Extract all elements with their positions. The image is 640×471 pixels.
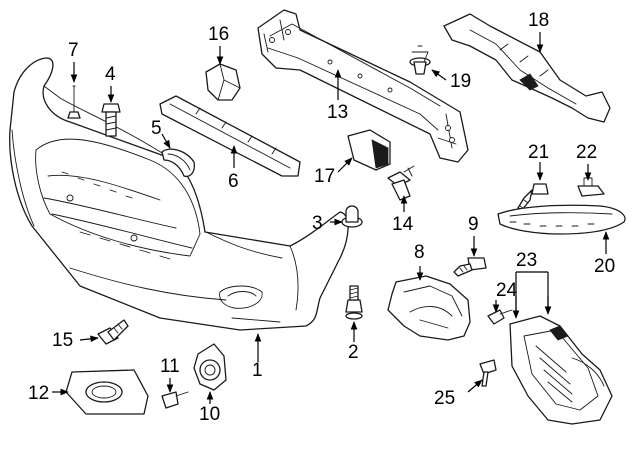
bolt-14-part [387,165,415,201]
upper-bracket-part [159,95,301,177]
bolt-9-part [453,257,487,277]
leader-23 [515,271,549,316]
fog-lamp-assembly-part [509,315,613,425]
callout-2: 2 [348,342,359,363]
lower-bracket-part [387,275,471,341]
reinforcement-beam-part [257,9,469,163]
bumper-clip-part [161,148,196,178]
callout-23: 23 [516,250,537,271]
fog-lamp-part [193,343,227,391]
callout-21: 21 [528,142,549,163]
leader-lines [52,32,610,404]
callout-3: 3 [312,213,323,234]
leader-25 [467,379,483,393]
callouts: 1 2 3 4 5 6 7 8 9 10 11 12 13 14 15 16 1… [28,10,615,425]
retainer-clip-part [341,205,363,228]
side-support-part [443,13,611,123]
clip-22-part [577,177,605,197]
leader-19 [431,69,447,81]
callout-7: 7 [68,40,79,61]
side-molding-part [497,204,626,235]
callout-25: 25 [434,388,455,409]
callout-22: 22 [576,142,597,163]
callout-15: 15 [52,330,73,351]
callout-9: 9 [468,214,479,235]
callout-16: 16 [208,24,229,45]
callout-8: 8 [414,242,425,263]
push-clip-19-part [409,45,431,75]
bolt-2-part [345,285,363,320]
bolt-4-part [101,103,121,137]
callout-18: 18 [528,10,549,31]
callout-20: 20 [594,256,615,277]
fog-lamp-bezel-part [65,369,149,415]
callout-17: 17 [314,166,335,187]
leader-15 [79,335,99,343]
callout-12: 12 [28,383,49,404]
mount-bracket-part [347,129,391,171]
callout-14: 14 [392,214,414,235]
callout-10: 10 [199,404,220,425]
push-pin-part [67,85,81,119]
side-bracket-part [205,63,241,101]
bolt-15-part [97,319,129,345]
bumper-cover-part [9,57,349,331]
screw-24-part [487,309,513,325]
callout-1: 1 [252,360,263,381]
leader-17 [337,157,353,173]
callout-24: 24 [496,280,518,301]
callout-5: 5 [151,118,162,139]
callout-13: 13 [327,102,348,123]
screw-11-part [161,391,189,409]
callout-11: 11 [160,356,180,377]
callout-6: 6 [228,171,239,192]
leader-5 [161,133,171,149]
callout-19: 19 [450,71,471,92]
screw-25-part [479,359,497,387]
callout-4: 4 [105,64,116,85]
